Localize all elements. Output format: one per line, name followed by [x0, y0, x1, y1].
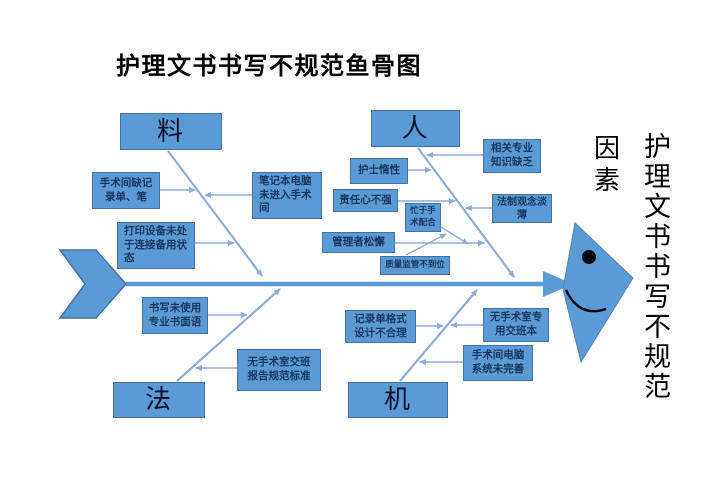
- category-label-machine: 机: [383, 385, 412, 415]
- arrow-busy-with-surgery: [440, 226, 469, 245]
- cause-box-unreasonable-form-design: 记录单格式 设计不合理: [345, 310, 416, 343]
- cause-box-missing-record-sheet-pen: 手术间缺记 录单、笔: [92, 172, 160, 209]
- cause-box-no-professional-written-language: 书写未使用 专业书面语: [142, 297, 208, 334]
- cause-box-inadequate-quality-supervision: 质量监管不到位: [380, 256, 450, 275]
- branch-line-method: [176, 288, 281, 382]
- fish-smile-icon: [564, 289, 607, 313]
- category-label-material: 料: [156, 116, 185, 147]
- branch-line-machine: [399, 289, 478, 382]
- fish-eye-icon: [582, 250, 596, 264]
- branch-line-material: [167, 150, 263, 277]
- cause-box-no-dedicated-handover-book: 无手术室专 用交班本: [483, 308, 549, 342]
- cause-box-lack-professional-knowledge: 相关专业 知识缺乏: [483, 139, 541, 173]
- cause-box-weak-legal-awareness: 法制观念淡 薄: [492, 194, 552, 223]
- cause-box-weak-responsibility: 责任心不强: [333, 189, 398, 212]
- cause-box-lax-management: 管理者松懈: [322, 232, 395, 253]
- cause-box-no-handover-report-standard: 无手术室交班 报告规范标准: [237, 349, 321, 391]
- category-box-people: 人: [371, 110, 460, 147]
- category-label-people: 人: [401, 113, 430, 144]
- cause-box-busy-with-surgery: 忙于手 术配合: [405, 203, 441, 232]
- diagram-title: 护理文书书写不规范鱼骨图: [116, 51, 422, 80]
- cause-arrows: [160, 152, 492, 371]
- category-box-material: 料: [120, 113, 222, 150]
- fish-tail: [58, 249, 128, 319]
- arrow-quality-supervision: [405, 233, 447, 256]
- effect-title-vertical: 护理文书书写不规范: [644, 132, 671, 403]
- fish-head: [562, 222, 634, 364]
- factor-label: 因素: [593, 134, 620, 196]
- cause-box-laptop-not-in-or: 笔记本电脑 未进入手术 间: [252, 172, 322, 219]
- cause-box-imperfect-or-computer-system: 手术间电脑 系统未完善: [463, 345, 533, 381]
- category-box-method: 法: [113, 382, 205, 418]
- cause-box-printer-not-connected: 打印设备未处 于连接备用状 态: [117, 222, 195, 269]
- spine-arrowhead-icon: [543, 271, 573, 297]
- category-box-machine: 机: [348, 382, 448, 418]
- branch-line-people: [417, 147, 515, 278]
- category-label-method: 法: [144, 385, 173, 415]
- cause-box-nurse-inertia: 护士惰性: [350, 158, 408, 184]
